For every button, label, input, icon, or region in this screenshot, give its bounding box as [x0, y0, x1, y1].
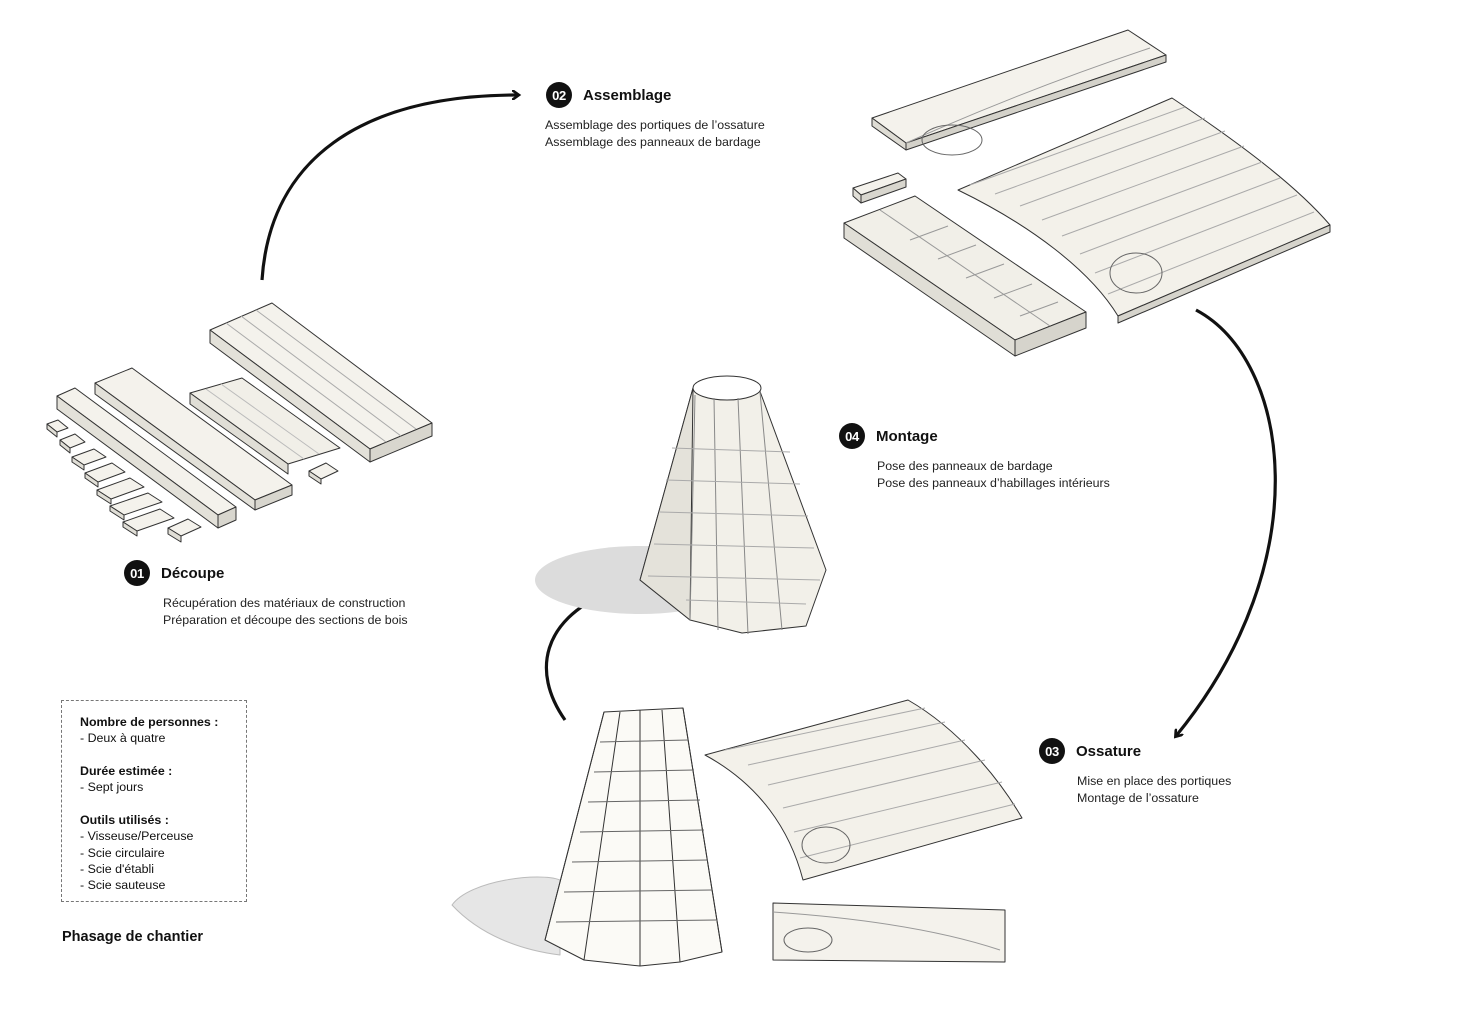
step-title: Assemblage	[583, 86, 672, 104]
assembled-cone-illustration	[535, 375, 827, 635]
tool-item: - Scie sauteuse	[80, 878, 166, 893]
arrow-decoupe-to-assemblage	[260, 95, 518, 281]
step-description-line: Pose des panneaux d’habillages intérieur…	[877, 475, 1110, 490]
duration-title: Durée estimée :	[80, 764, 173, 779]
tools-title: Outils utilisés :	[80, 813, 169, 828]
cut-timber-illustration	[46, 302, 433, 543]
people-title: Nombre de personnes :	[80, 715, 219, 729]
duration-group: Durée estimée : - Sept jours	[80, 763, 246, 796]
step-montage: 04 Montage Pose des panneaux de bardage …	[839, 423, 1110, 491]
step-title: Montage	[876, 427, 938, 445]
step-description-line: Montage de l’ossature	[1077, 790, 1199, 805]
step-description-line: Préparation et découpe des sections de b…	[163, 612, 408, 627]
tool-item: - Visseuse/Perceuse	[80, 829, 194, 844]
step-title: Découpe	[161, 564, 225, 582]
step-number-badge: 04	[839, 423, 865, 449]
assembled-panels-illustration	[843, 29, 1331, 357]
step-decoupe: 01 Découpe Récupération des matériaux de…	[124, 560, 408, 628]
frame-structure-illustration	[451, 699, 1023, 967]
step-description-line: Assemblage des portiques de l’ossature	[545, 118, 765, 132]
diagram-title: Phasage de chantier	[62, 929, 204, 945]
step-number-badge: 01	[124, 560, 150, 586]
tool-item: - Scie circulaire	[80, 845, 165, 860]
step-description-line: Assemblage des panneaux de bardage	[545, 134, 761, 149]
step-number-badge: 03	[1039, 738, 1065, 764]
people-value: - Deux à quatre	[80, 731, 166, 746]
step-ossature: 03 Ossature Mise en place des portiques …	[1039, 738, 1231, 806]
duration-value: - Sept jours	[80, 780, 144, 795]
tool-item: - Scie d'établi	[80, 862, 154, 877]
step-title: Ossature	[1076, 742, 1142, 760]
step-assemblage: 02 Assemblage Assemblage des portiques d…	[545, 82, 765, 150]
arrow-ossature-to-montage	[544, 594, 605, 721]
project-info-box: Nombre de personnes : - Deux à quatre Du…	[61, 700, 247, 902]
step-description-line: Récupération des matériaux de constructi…	[163, 596, 406, 610]
people-group: Nombre de personnes : - Deux à quatre	[80, 714, 246, 747]
arrow-assemblage-to-ossature	[1176, 308, 1277, 736]
tools-group: Outils utilisés : - Visseuse/Perceuse - …	[80, 812, 246, 893]
step-description-line: Pose des panneaux de bardage	[877, 459, 1053, 473]
step-number-badge: 02	[546, 82, 572, 108]
step-description-line: Mise en place des portiques	[1077, 774, 1232, 788]
